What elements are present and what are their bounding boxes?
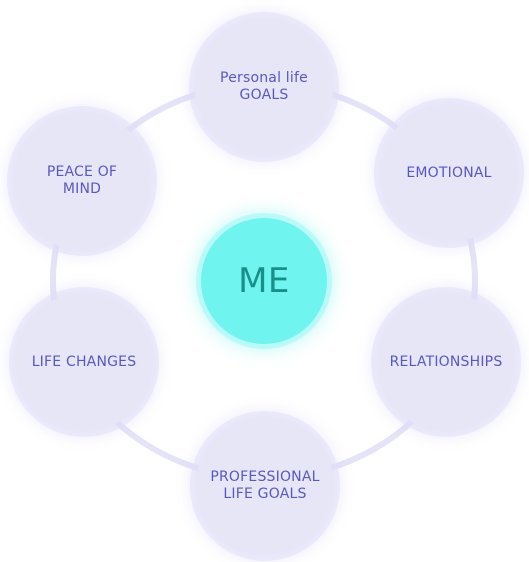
center-label: ME: [238, 261, 290, 301]
node-label: PROFESSIONAL LIFE GOALS: [210, 469, 320, 502]
node-label: EMOTIONAL: [406, 164, 492, 181]
node-peace-of-mind: PEACE OF MIND: [13, 112, 151, 250]
node-label: Personal life GOALS: [220, 70, 308, 103]
center-hub: ME: [201, 218, 327, 344]
node-label: RELATIONSHIPS: [389, 353, 503, 370]
node-emotional: EMOTIONAL: [380, 104, 518, 242]
node-relationships: RELATIONSHIPS: [377, 293, 515, 431]
node-professional-life-goals: PROFESSIONAL LIFE GOALS: [196, 417, 334, 555]
node-label: PEACE OF MIND: [46, 164, 118, 197]
node-label: LIFE CHANGES: [31, 353, 137, 370]
node-personal-life-goals: Personal life GOALS: [195, 18, 333, 156]
node-life-changes: LIFE CHANGES: [15, 293, 153, 431]
